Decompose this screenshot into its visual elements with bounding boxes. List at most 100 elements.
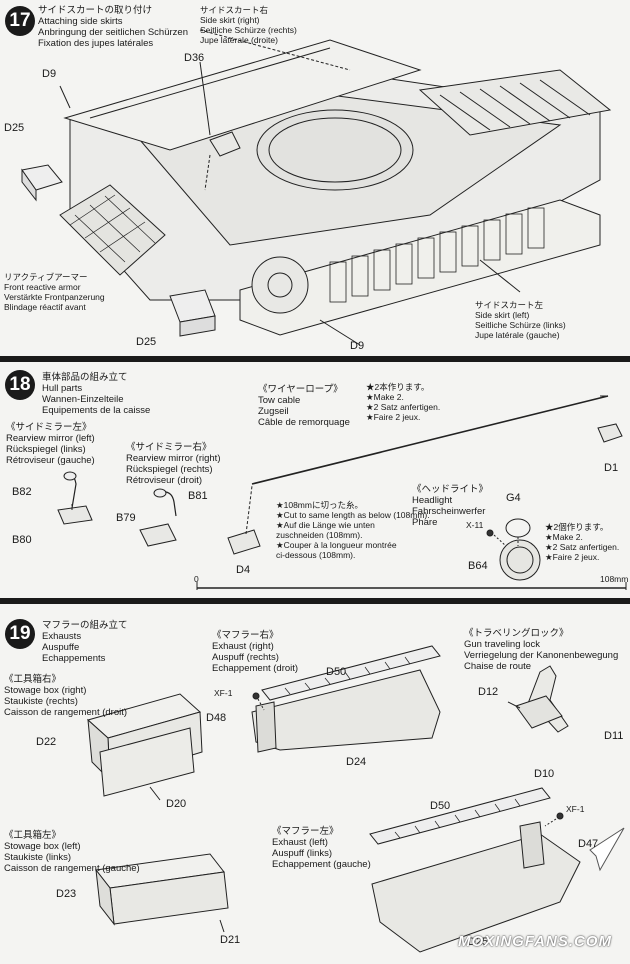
title-fr: Echappements	[42, 653, 106, 664]
title-en: Hull parts	[42, 383, 83, 394]
caption-en: Front reactive armor	[4, 282, 81, 292]
caption-de: Seitliche Schürze (rechts)	[200, 25, 297, 35]
caption-de: Auspuff (links)	[272, 848, 333, 859]
caption-fr: Echappement (gauche)	[272, 859, 371, 870]
caption-jp: 《工具箱左》	[4, 830, 62, 841]
part-label: D11	[604, 730, 624, 742]
caption-fr: Câble de remorquage	[258, 417, 350, 428]
caption-en: Exhaust (right)	[212, 641, 274, 652]
title-de: Wannen-Einzelteile	[42, 394, 124, 405]
part-label: D24	[346, 756, 367, 768]
caption-jp: 《サイドミラー左》	[6, 422, 92, 433]
caption-en: Stowage box (left)	[4, 841, 81, 852]
part-label: D4	[236, 564, 251, 576]
part-label: D36	[184, 52, 205, 64]
part-label: D23	[56, 888, 77, 900]
caption-de: Rückspiegel (links)	[6, 444, 86, 455]
title-de: Auspuffe	[42, 642, 80, 653]
travel-lock-caption: 《トラベリングロック》 Gun traveling lock Verriegel…	[464, 628, 618, 672]
note-jp: ★2本作ります。	[366, 382, 430, 392]
caption-de: Zugseil	[258, 406, 289, 417]
step-19-section: 19 マフラーの組み立て Exhausts Auspuffe Echappeme…	[0, 602, 630, 964]
caption-fr: Chaise de route	[464, 661, 532, 672]
caption-fr: Blindage réactif avant	[4, 302, 86, 312]
caption-jp: サイドスカート左	[475, 300, 544, 310]
caption-fr: Echappement (droit)	[212, 663, 299, 674]
caption-de: Verriegelung der Kanonenbewegung	[464, 650, 619, 661]
note-de: ★Auf die Länge wie unten	[276, 520, 375, 530]
caption-en: Tow cable	[258, 395, 301, 406]
mirror-right-caption: 《サイドミラー右》 Rearview mirror (right) Rücksp…	[126, 442, 220, 486]
caption-de: Fahrscheinwerfer	[412, 506, 486, 517]
part-label: D1	[604, 462, 619, 474]
note-jp: ★2個作ります。	[545, 522, 609, 532]
part-label: B80	[12, 534, 32, 546]
muffler-left-caption: 《マフラー左》 Exhaust (left) Auspuff (links) E…	[272, 826, 371, 870]
caption-fr: Rétroviseur (gauche)	[6, 455, 95, 466]
note-fr: ★Faire 2 jeux.	[366, 412, 421, 422]
step-18-title: 車体部品の組み立て Hull parts Wannen-Einzelteile …	[42, 372, 150, 416]
caption-de: Staukiste (rechts)	[4, 696, 78, 707]
title-en: Attaching side skirts	[38, 16, 123, 27]
step-number: 17	[5, 6, 35, 36]
caption-fr: Jupe latérale (droite)	[200, 35, 278, 45]
ruler-start: 0	[194, 574, 199, 584]
caption-de: Rückspiegel (rechts)	[126, 464, 213, 475]
note-fr-2: ci-dessous (108mm).	[276, 550, 356, 560]
title-jp: サイドスカートの取り付け	[38, 5, 153, 16]
part-label: D9	[350, 340, 365, 352]
part-label: D47	[578, 838, 599, 850]
part-label: D25	[136, 336, 157, 348]
title-fr: Equipements de la caisse	[42, 405, 151, 416]
part-label: D12	[478, 686, 499, 698]
part-label: XF-1	[566, 804, 585, 814]
box-right-caption: 《工具箱右》 Stowage box (right) Staukiste (re…	[4, 674, 127, 718]
note-de: ★2 Satz anfertigen.	[545, 542, 620, 552]
right-skirt-caption: サイドスカート右 Side skirt (right) Seitliche Sc…	[200, 5, 297, 45]
part-label: D22	[36, 736, 57, 748]
part-label: D9	[42, 68, 57, 80]
note-en: ★Cut to same length as below (108mm).	[276, 510, 430, 520]
muffler-right-caption: 《マフラー右》 Exhaust (right) Auspuff (rechts)…	[212, 630, 298, 674]
caption-jp: 《工具箱右》	[4, 674, 62, 685]
note-fr: ★Couper à la longueur montrée	[276, 540, 397, 550]
title-fr: Fixation des jupes latérales	[38, 38, 154, 49]
step-17-drawing	[21, 29, 612, 346]
part-label: B82	[12, 486, 32, 498]
caption-en: Side skirt (left)	[475, 310, 530, 320]
headlight-caption: 《ヘッドライト》 Headlight Fahrscheinwerfer Phar…	[412, 484, 488, 528]
step-number: 18	[5, 370, 35, 400]
caption-jp: 《ワイヤーロープ》	[258, 384, 343, 395]
cut-length-note: ★108mmに切った糸。 ★Cut to same length as belo…	[276, 500, 430, 560]
title-de: Anbringung der seitlichen Schürzen	[38, 27, 188, 38]
part-label: XF-1	[214, 688, 233, 698]
step-19-title: マフラーの組み立て Exhausts Auspuffe Echappements	[42, 620, 128, 664]
caption-en: Headlight	[412, 495, 453, 506]
part-label: D10	[534, 768, 555, 780]
title-jp: 車体部品の組み立て	[42, 372, 128, 383]
caption-en: Exhaust (left)	[272, 837, 328, 848]
tow-cable-caption: 《ワイヤーロープ》 Tow cable Zugseil Câble de rem…	[258, 384, 350, 428]
mirror-left-caption: 《サイドミラー左》 Rearview mirror (left) Rückspi…	[6, 422, 95, 466]
step-17-title: サイドスカートの取り付け Attaching side skirts Anbri…	[38, 5, 188, 49]
caption-jp: サイドスカート右	[200, 5, 269, 15]
title-en: Exhausts	[42, 631, 82, 642]
title-jp: マフラーの組み立て	[42, 620, 128, 631]
note-de: ★2 Satz anfertigen.	[366, 402, 441, 412]
watermark: MOXINGFANS.COM	[457, 933, 612, 950]
caption-fr: Rétroviseur (droit)	[126, 475, 203, 486]
caption-fr: Phare	[412, 517, 438, 528]
caption-en: Gun traveling lock	[464, 639, 541, 650]
part-label: G4	[506, 492, 521, 504]
caption-de: Seitliche Schürze (links)	[475, 320, 566, 330]
caption-fr: Caisson de rangement (gauche)	[4, 863, 140, 874]
part-label: D25	[468, 936, 489, 948]
part-label: B79	[116, 512, 136, 524]
caption-en: Rearview mirror (right)	[126, 453, 221, 464]
front-armor-caption: リアクティブアーマー Front reactive armor Verstärk…	[4, 272, 105, 312]
section-divider	[0, 356, 630, 362]
note-de-2: zuschneiden (108mm).	[276, 530, 363, 540]
note-en: ★Make 2.	[366, 392, 404, 402]
caption-fr: Jupe latérale (gauche)	[475, 330, 560, 340]
step-18-drawing	[57, 395, 627, 590]
